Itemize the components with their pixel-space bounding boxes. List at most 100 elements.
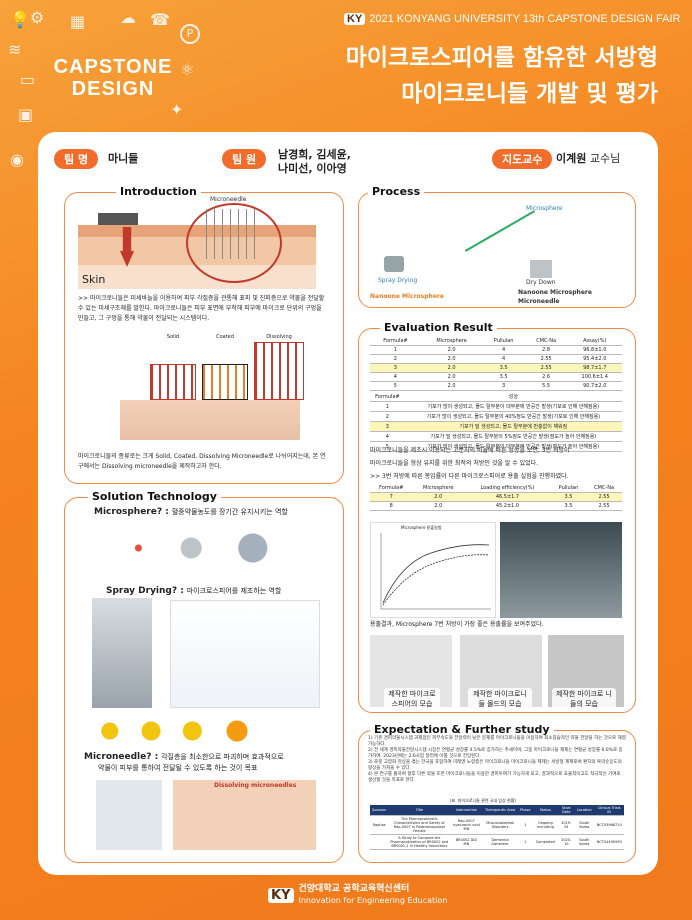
process-arrow-icon (464, 210, 536, 252)
table-cell: 2.0 (412, 501, 465, 511)
table-cell: 98.7±1.7 (567, 363, 622, 373)
chart-icon: ▦ (70, 12, 86, 31)
gear-icon: ⚙ (30, 8, 45, 27)
table-cell: 5.5 (524, 381, 568, 391)
table-header-cell: Formula# (370, 484, 413, 493)
eval-text-2: 마이크로니들을 형상 유지를 위한 최적의 처방인 것을 알 수 있었다. (370, 460, 539, 467)
p-icon: P (180, 24, 200, 44)
table-cell: 4 (482, 354, 525, 364)
team-name-tag: 팀 명 (54, 149, 99, 169)
table-cell: 100.6±1.4 (567, 372, 622, 382)
spray-dryer-photo (92, 598, 152, 708)
table-cell: 4 (370, 431, 405, 442)
table-cell: 기포가 많이 생성되고, 몰드 탈부분의 40%정도 반공간 발생(기포로 인해… (404, 411, 622, 422)
table-header-cell: Pullulan (550, 484, 587, 493)
table-cell: 4 (370, 372, 421, 382)
chart-svg (380, 533, 491, 610)
table-cell: 90.7±2.0 (567, 381, 622, 391)
table-cell: 4 (482, 345, 525, 355)
table-cell: 기포가 덜 생성되고, 몰드 탈부분에 반충없이 채워짐 (404, 421, 622, 432)
process-nano: Nanoone Microsphere (370, 293, 444, 300)
clinical-table-title: (표. 마이크로니들 관련 국내 임상 현황) (450, 798, 516, 803)
table-header-cell: Formula# (370, 392, 405, 402)
expectation-item: 4) 본 연구를 통하여 향후 다른 약물 또한 마이크로니들을 이용한 경피투… (368, 772, 621, 783)
phone-icon: ☎ (150, 10, 170, 29)
skin-illustration (120, 400, 300, 440)
table-cell: 2.0 (420, 354, 483, 364)
type-coated: Coated (216, 334, 234, 340)
spray-row: Spray Drying? : 마이크로스피어를 제조하는 역할 (106, 586, 281, 596)
footer-logo: KY (268, 887, 294, 903)
table-cell: A Study to Compare the Pharmacokinetics … (388, 834, 451, 850)
table-cell: 1 (370, 345, 421, 355)
table-cell: 2.0 (412, 492, 465, 502)
table-header-cell: Sponsor (370, 805, 389, 816)
intro-text-2: 마이크로니들의 종류로는 크게 Solid, Coated, Dissolvin… (78, 453, 326, 470)
table-header-cell: Microsphere (420, 337, 483, 346)
dissolution-chart: Microsphere 용출실험 (370, 522, 496, 618)
table-cell: South Korea (574, 815, 595, 835)
logo-line-2: DESIGN (71, 78, 155, 100)
table-cell (370, 834, 389, 850)
microneedle-desc-1: 각질층을 최소한으로 파괴하며 효과적으로 (161, 753, 284, 761)
table-cell: 5 (370, 441, 405, 452)
eval-text-3: >> 3번 처방에 따른 봉입률이 다른 마이크로스피어로 용출 실험을 진행하… (370, 473, 569, 480)
table-cell: 2.55 (524, 354, 568, 364)
expectation-item: 1) 기존 경피약물시스템 과제점인 피부속도와 전달력이 낮은 문제를 마이크… (368, 736, 626, 747)
table-header-cell: Status (532, 805, 559, 816)
dissolving-label: Dissolving microneedles (214, 782, 297, 789)
cube-icon: ▣ (18, 105, 34, 124)
expectation-list: 1) 기존 경피약물시스템 과제점인 피부속도와 전달력이 낮은 문제를 마이크… (368, 736, 626, 784)
bulb-icon: ✦ (170, 100, 184, 119)
table-cell: 46.5±1.7 (464, 492, 551, 502)
table-cell: 1 (517, 834, 533, 850)
cloud-icon: ☁ (120, 8, 136, 27)
type-solid: Solid (166, 334, 180, 340)
table-cell: Dementia Alzheimer (482, 834, 518, 850)
chart-title: Microsphere 용출실험 (401, 525, 442, 530)
table-header-cell: Clinical Trials ID (594, 805, 624, 816)
table-cell: 1 (517, 815, 533, 835)
advisor-tag: 지도교수 (492, 149, 553, 169)
wifi-icon: ≋ (8, 40, 22, 59)
members-line-1: 남경희, 김세윤, (278, 148, 351, 161)
process-section (358, 192, 636, 308)
table-cell: 3.5 (550, 501, 587, 511)
dissolution-photo (500, 522, 622, 618)
microneedle-label: Microneedle (210, 196, 247, 203)
table-cell: 5 (370, 381, 421, 391)
advisor-suffix: 교수님 (586, 152, 621, 165)
microsphere-row: Microsphere? : 혈중약물농도를 장기간 유지시키는 역할 (94, 507, 288, 517)
intro-text-1: >> 마이크로니들은 미세바늘을 이용하여 피부 각질층을 관통해 표피 및 진… (78, 295, 325, 322)
table-cell: 2 (370, 354, 421, 364)
fair-title: 2021 KONYANG UNIVERSITY 13th CAPSTONE DE… (369, 13, 681, 25)
fair-header: KY 2021 KONYANG UNIVERSITY 13th CAPSTONE… (344, 13, 680, 25)
poster-title: 마이크로스피어를 함유한 서방형 마이크로니들 개발 및 평가 (346, 40, 658, 112)
table-cell: 95.4±2.0 (567, 354, 622, 364)
table-cell: 7 (370, 492, 413, 502)
solution-title: Solution Technology (88, 490, 221, 503)
table-cell: 기포가 덜 생성되고, 몰드 탈부분의 5%정도 반공간 발생(점도가 높아 안… (404, 431, 622, 442)
laptop-icon: ▭ (20, 70, 36, 89)
spray-dryer-diagram (170, 600, 320, 708)
robot-icon: ⚛ (180, 60, 195, 79)
table-cell: Raphas (370, 815, 389, 835)
table-cell: 1 (370, 401, 405, 412)
table-header-cell: Intervention (450, 805, 483, 816)
lightbulb-icon: 💡 (10, 10, 30, 29)
table-cell: South Korea (574, 834, 595, 850)
table-header-cell: Start Date (558, 805, 575, 816)
table-cell: 3 (370, 363, 421, 373)
footer-line-1: 건양대학교 공학교육혁신센터 (298, 884, 410, 894)
table-cell: NCT03968710 (594, 815, 624, 835)
